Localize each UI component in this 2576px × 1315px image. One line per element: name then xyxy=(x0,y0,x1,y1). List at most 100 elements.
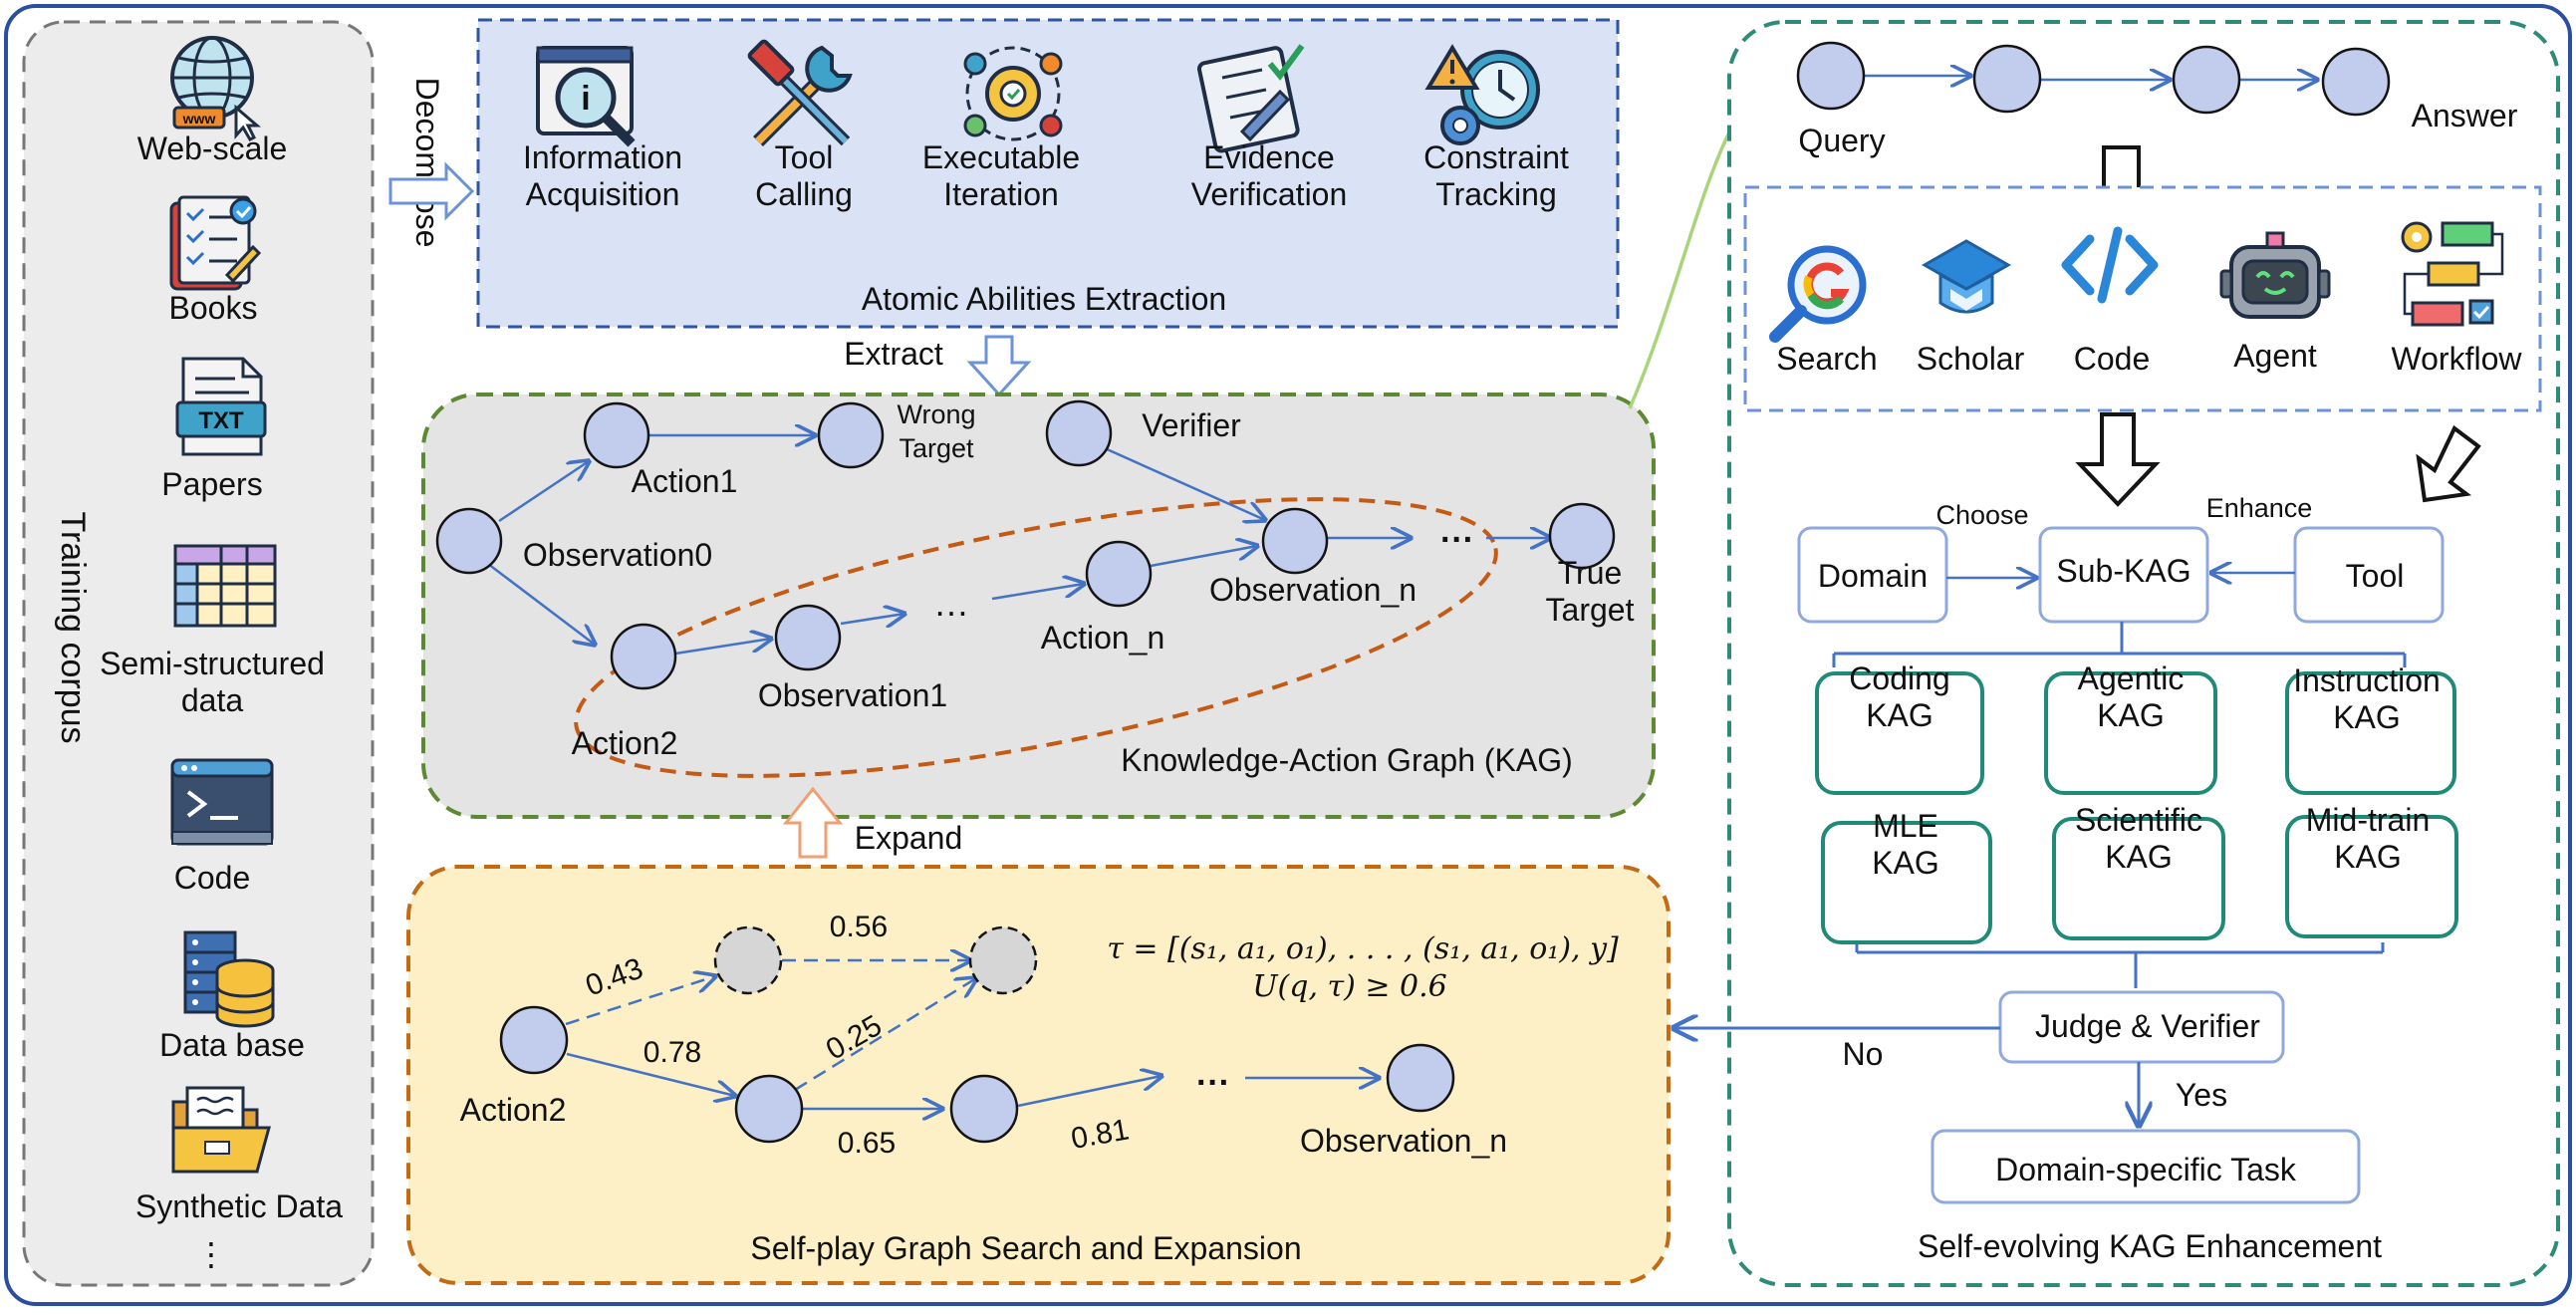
selfplay-node-b1 xyxy=(734,1074,804,1144)
query-node xyxy=(1796,41,1866,111)
domain-task-box xyxy=(1931,1129,2361,1204)
judge-verifier-label: Judge & Verifier xyxy=(2035,1008,2260,1044)
kag-node-verifier xyxy=(1045,399,1113,467)
kag-label-action2: Action2 xyxy=(572,725,678,761)
selfplay-node-observation-n xyxy=(1386,1043,1455,1113)
kag-label-observation0: Observation0 xyxy=(523,537,712,573)
enhance-label: Enhance xyxy=(2206,493,2313,523)
instruction-kag-box xyxy=(2285,671,2456,795)
corpus-more-ellipsis: ⋮ xyxy=(195,1236,227,1272)
query-label: Query xyxy=(1798,123,1885,158)
kag-edges xyxy=(487,435,1550,656)
svg-text:www: www xyxy=(182,111,216,127)
enhance-title: Self-evolving KAG Enhancement xyxy=(1918,1228,2382,1264)
clipboard-check-icon xyxy=(1196,44,1305,153)
selfplay-label-action2: Action2 xyxy=(460,1092,567,1128)
query-chain-edges xyxy=(1864,76,2317,80)
terminal-icon xyxy=(170,758,274,846)
tool-box xyxy=(2293,526,2445,624)
tool-label-search: Search xyxy=(1776,341,1877,377)
tool-box-label: Tool xyxy=(2346,558,2405,594)
kag-type-boxes xyxy=(1815,671,2458,944)
code-brackets-icon xyxy=(2061,226,2159,304)
selfplay-node-b2 xyxy=(949,1074,1019,1144)
chain-bracket xyxy=(2102,145,2141,187)
kag-nodes xyxy=(435,399,1616,690)
kag-node-action1 xyxy=(583,401,650,469)
subkag-box xyxy=(2038,526,2209,624)
chain-node-3 xyxy=(2172,45,2241,115)
corpus-label-web-scale: Web-scale xyxy=(137,131,288,166)
selfplay-ellipsis: ··· xyxy=(1196,1064,1230,1102)
coding-kag-box xyxy=(1815,671,1984,795)
selfplay-panel xyxy=(406,865,1671,1285)
no-label: No xyxy=(1843,1036,1884,1072)
svg-text:TXT: TXT xyxy=(198,407,244,434)
atomic-title: Atomic Abilities Extraction xyxy=(862,281,1226,317)
kag-label-verifier: Verifier xyxy=(1142,407,1241,443)
answer-label: Answer xyxy=(2412,98,2518,133)
globe-www-icon: www xyxy=(170,36,262,141)
tool-label-agent: Agent xyxy=(2233,338,2317,374)
yes-label: Yes xyxy=(2176,1077,2227,1113)
mle-kag-box xyxy=(1821,821,1992,944)
svg-text:i: i xyxy=(581,80,590,118)
selfplay-node-discard-1 xyxy=(713,925,783,995)
kag-ellipsis-middle: … xyxy=(933,583,969,624)
corpus-panel xyxy=(22,20,375,1287)
corpus-label-papers: Papers xyxy=(161,466,262,502)
selfplay-edges xyxy=(565,960,1379,1109)
chain-node-2 xyxy=(1972,44,2042,114)
domain-box xyxy=(1797,526,1948,624)
scholar-cap-icon xyxy=(1921,239,2012,314)
scientific-kag-box xyxy=(2052,817,2225,940)
query-chain-nodes xyxy=(1796,41,2391,117)
selfplay-title: Self-play Graph Search and Expansion xyxy=(750,1230,1301,1266)
kag-ellipsis-right: ··· xyxy=(1440,521,1474,559)
txt-document-icon: TXT xyxy=(175,357,267,456)
extract-label: Extract xyxy=(844,336,943,372)
kag-node-observation0 xyxy=(435,507,503,575)
agentic-kag-box xyxy=(2044,671,2217,795)
choose-label: Choose xyxy=(1935,500,2028,530)
domain-box-label: Domain xyxy=(1818,558,1928,594)
tool-label-scholar: Scholar xyxy=(1917,341,2025,377)
hammer-wrench-icon xyxy=(747,39,853,146)
kag-type-tree xyxy=(1832,622,2407,988)
tools-box xyxy=(1743,185,2542,412)
kag-label-observation1: Observation1 xyxy=(758,677,947,713)
selfplay-formula-line2: U(q, τ) ≥ 0.6 xyxy=(1252,969,1446,1004)
corpus-title: Training corpus xyxy=(54,511,92,743)
decompose-arrow xyxy=(388,161,475,221)
kag-label-action1: Action1 xyxy=(632,463,738,499)
document-magnifier-icon: i xyxy=(536,46,636,147)
edge-weight-0-78: 0.78 xyxy=(644,1036,701,1069)
kag-highlight-ellipse xyxy=(574,497,1498,778)
extract-arrow xyxy=(966,335,1032,397)
expand-label: Expand xyxy=(855,820,963,856)
kag-node-observation1 xyxy=(774,604,842,671)
subkag-box-label: Sub-KAG xyxy=(2056,553,2190,589)
judge-connectors xyxy=(1674,1028,2139,1126)
database-server-icon xyxy=(183,930,275,1028)
subkag-connectors xyxy=(1946,573,2295,578)
gear-cycle-icon xyxy=(963,46,1063,141)
book-checklist-icon xyxy=(169,195,262,291)
edge-weight-0-56: 0.56 xyxy=(830,911,888,943)
tool-label-code: Code xyxy=(2074,341,2151,377)
selfplay-nodes xyxy=(499,925,1455,1144)
selfplay-label-observation-n: Observation_n xyxy=(1300,1123,1507,1159)
warning-clock-icon xyxy=(1424,44,1540,145)
corpus-label-database: Data base xyxy=(159,1027,305,1063)
